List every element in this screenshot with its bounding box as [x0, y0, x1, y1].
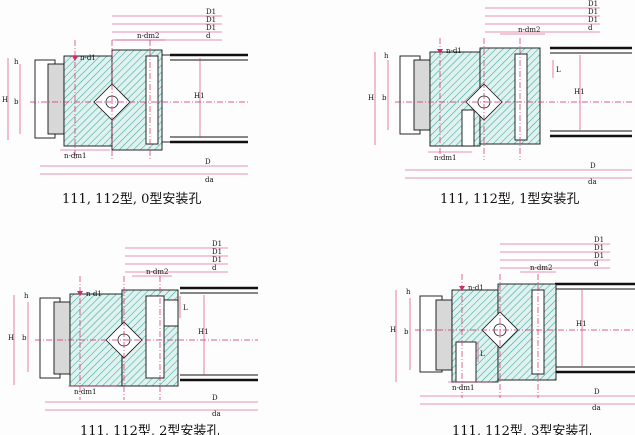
label-n-d1: n-d1 — [446, 47, 462, 55]
label-h: h — [24, 292, 29, 300]
label-L: L — [480, 350, 485, 358]
label-n-dm1: n-dm1 — [74, 388, 96, 396]
label-D: D — [205, 158, 211, 166]
label-D1-top: D1 — [206, 8, 216, 16]
label-D: D — [590, 162, 596, 170]
caption-type-2: 111, 112型, 2型安装孔 — [80, 424, 220, 435]
label-n-dm2: n-dm2 — [518, 26, 540, 34]
label-H1: H1 — [576, 320, 587, 328]
label-da: da — [212, 410, 221, 418]
label-d: d — [594, 260, 599, 268]
label-d: d — [206, 32, 211, 40]
label-n-dm2: n-dm2 — [137, 32, 159, 40]
label-n-dm1: n-dm1 — [434, 154, 456, 162]
label-D1-3: D1 — [206, 24, 216, 32]
label-n-d1: n-d1 — [86, 290, 102, 298]
label-h: h — [406, 288, 411, 296]
label-H: H — [368, 94, 374, 102]
panel-type-1: D1 D1 D1 d H b h n-d1 — [368, 0, 632, 186]
label-H: H — [390, 326, 396, 334]
label-n-dm2: n-dm2 — [146, 268, 168, 276]
label-D1-top: D1 — [212, 240, 222, 248]
label-H: H — [2, 96, 8, 104]
label-n-dm1: n-dm1 — [452, 384, 474, 392]
label-d: d — [212, 264, 217, 272]
caption-type-3: 111, 112型, 3型安装孔 — [452, 424, 592, 435]
label-D1-2: D1 — [588, 8, 598, 16]
label-L: L — [183, 304, 188, 312]
label-D1-3: D1 — [212, 256, 222, 264]
label-H1: H1 — [198, 328, 209, 336]
label-D1-top: D1 — [588, 0, 598, 8]
panel-type-2: D1 D1 D1 d H b h n-d1 — [8, 240, 258, 418]
label-n-dm1: n-dm1 — [64, 152, 86, 160]
label-d: d — [588, 24, 593, 32]
label-n-d1: n-d1 — [468, 284, 484, 292]
label-h: h — [14, 58, 19, 66]
label-b: b — [382, 94, 387, 102]
label-da: da — [592, 404, 601, 412]
label-H1: H1 — [194, 92, 205, 100]
panel-type-0: D1 D1 D1 d — [2, 8, 250, 184]
label-L: L — [556, 66, 561, 74]
label-da: da — [588, 178, 597, 186]
label-n-d1: n-d1 — [80, 54, 96, 62]
label-n-dm2: n-dm2 — [530, 264, 552, 272]
label-da: da — [205, 176, 214, 184]
label-D: D — [594, 388, 600, 396]
label-H: H — [8, 334, 14, 342]
panel-type-3: D1 D1 D1 d H b h n-d1 — [390, 236, 635, 412]
label-D1-top: D1 — [594, 236, 604, 244]
label-H1: H1 — [574, 88, 585, 96]
label-b: b — [22, 334, 27, 342]
label-D: D — [212, 394, 218, 402]
label-D1-3: D1 — [588, 16, 598, 24]
label-D1-3: D1 — [594, 252, 604, 260]
label-D1-2: D1 — [594, 244, 604, 252]
label-b: b — [404, 328, 409, 336]
label-D1-2: D1 — [212, 248, 222, 256]
label-h: h — [384, 52, 389, 60]
caption-type-0: 111, 112型, 0型安装孔 — [62, 192, 202, 207]
caption-type-1: 111, 112型, 1型安装孔 — [440, 192, 580, 207]
label-b: b — [14, 98, 19, 106]
label-D1-2: D1 — [206, 16, 216, 24]
